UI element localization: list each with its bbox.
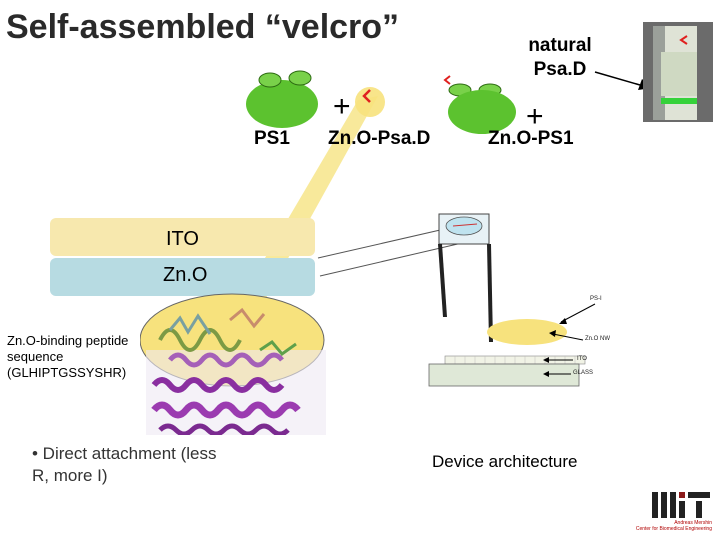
vial-photo	[643, 22, 713, 122]
label-zno: Zn.O	[163, 264, 208, 286]
diagram-label-glass: GLASS	[573, 370, 594, 376]
zoom-line	[317, 224, 463, 259]
bullet-direct-attachment: • Direct attachment (less R, more I)	[32, 444, 217, 485]
mit-logo	[652, 492, 710, 518]
device-architecture-diagram	[428, 213, 596, 387]
protein-structure-image	[140, 293, 326, 435]
peptide-description: Zn.O-binding peptide sequence (GLHIPTGSS…	[7, 333, 129, 380]
slide-title: Self-assembled “velcro”	[6, 8, 400, 46]
label-zno-psad: Zn.O-Psa.D	[328, 128, 431, 149]
label-ps1: PS1	[254, 128, 290, 149]
ito-layer	[50, 218, 315, 256]
zno-layer	[50, 258, 315, 296]
device-architecture-caption: Device architecture	[432, 452, 578, 471]
ps1-protein-icon	[246, 70, 318, 128]
diagram-label-zno-nw: Zn.O NW	[585, 336, 610, 342]
label-zno-ps1: Zn.O-PS1	[488, 128, 574, 149]
zno-ps1-protein-icon	[443, 75, 516, 134]
diagram-label-ps1: PS-I	[590, 296, 602, 302]
plus-sign: +	[333, 90, 351, 123]
label-ito: ITO	[166, 228, 199, 250]
credit-text: Andreas Mershin Center for Biomedical En…	[635, 520, 712, 532]
diagram-label-ito: ITO	[577, 356, 587, 362]
label-natural-psad: natural Psa.D	[528, 35, 592, 80]
vial-arrow	[594, 71, 641, 86]
plus-sign: +	[526, 100, 544, 133]
zno-psad-icon	[355, 87, 385, 117]
